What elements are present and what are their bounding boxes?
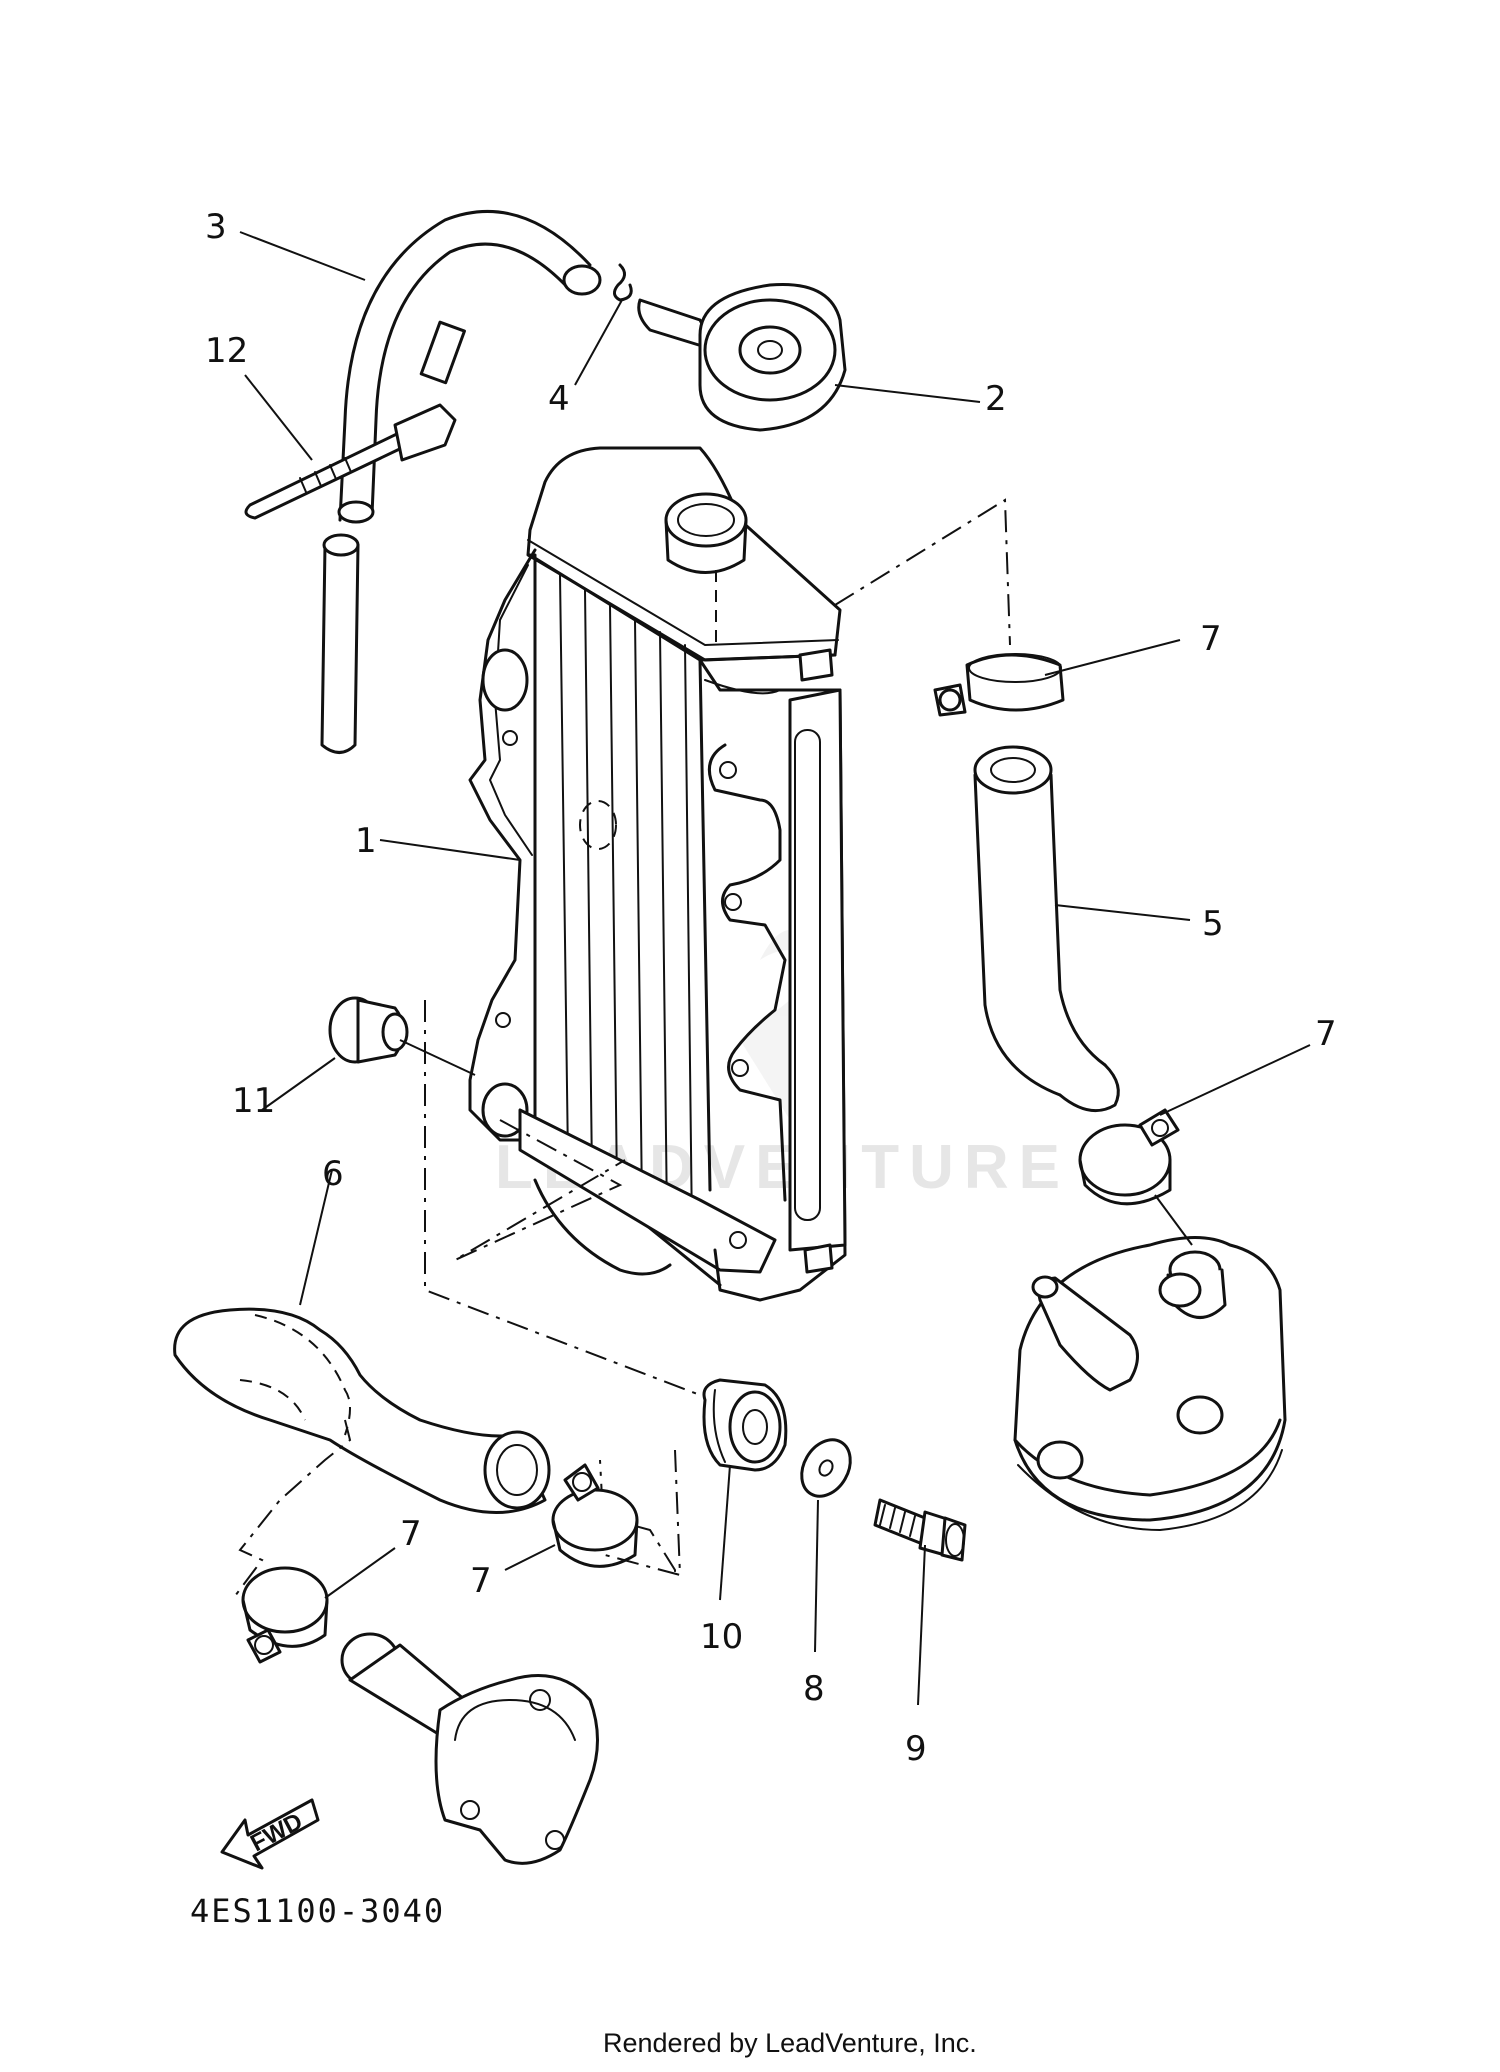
- callout-7a: 7: [1200, 619, 1222, 659]
- hose-clamp-lower-left: [241, 1566, 329, 1664]
- hose-clamp-right: [1078, 1108, 1180, 1206]
- callout-4: 4: [548, 379, 570, 419]
- bolt: [873, 1498, 967, 1562]
- upper-radiator-hose: [973, 745, 1120, 1113]
- callout-1: 1: [355, 821, 377, 861]
- washer: [800, 1438, 852, 1498]
- damper-grommet: [328, 996, 409, 1064]
- callout-6: 6: [322, 1154, 344, 1194]
- reference-code: 4ES1100-3040: [190, 1892, 445, 1930]
- fwd-label: FWD: [246, 1808, 307, 1857]
- lower-radiator-hose: [173, 1307, 551, 1514]
- callout-11: 11: [232, 1081, 275, 1121]
- hose-clamp-upper: [933, 653, 1065, 717]
- cable-tie: [244, 320, 466, 520]
- callout-10: 10: [700, 1617, 743, 1657]
- callout-7d: 7: [400, 1514, 422, 1554]
- cylinder-head: [1013, 1236, 1287, 1531]
- clip: [613, 263, 633, 302]
- callout-9: 9: [905, 1729, 927, 1769]
- footer-credit: Rendered by LeadVenture, Inc.: [603, 2028, 977, 2058]
- callout-5: 5: [1202, 904, 1224, 944]
- callout-12: 12: [205, 331, 248, 371]
- radiator-fins: [559, 574, 693, 1233]
- callout-3: 3: [205, 207, 227, 247]
- water-pump-housing: [340, 1632, 599, 1865]
- radiator: [468, 446, 847, 1302]
- breather-hose: [320, 209, 602, 754]
- callout-7b: 7: [1315, 1014, 1337, 1054]
- radiator-cap: [637, 282, 847, 432]
- collar: [702, 1378, 788, 1472]
- callout-2: 2: [985, 379, 1007, 419]
- callout-8: 8: [803, 1669, 825, 1709]
- forward-arrow-icon: [220, 1798, 320, 1870]
- hose-clamp-center: [551, 1463, 639, 1568]
- callout-7c: 7: [470, 1561, 492, 1601]
